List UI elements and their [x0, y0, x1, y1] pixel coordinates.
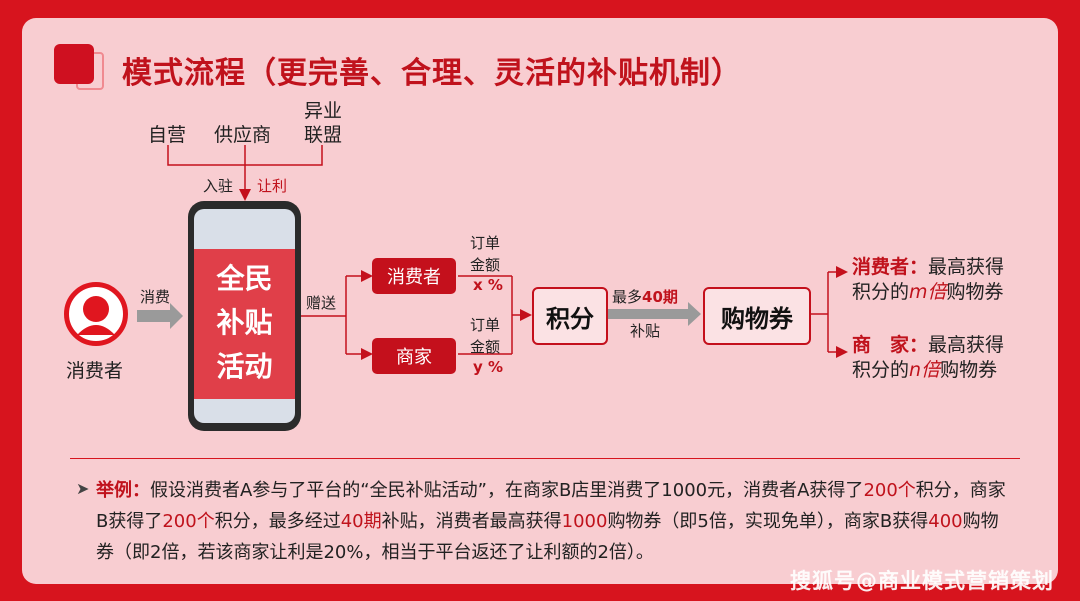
person-icon	[77, 296, 115, 335]
example-s3: 积分，最多经过	[214, 511, 341, 532]
result-consumer-line2: 积分的m倍购物券	[852, 277, 1004, 304]
section-divider	[70, 458, 1020, 459]
merchant-box: 商家	[372, 338, 456, 374]
source-alliance-line1: 异业	[304, 100, 343, 122]
bullet-arrow-icon: ➤	[76, 479, 90, 498]
result-consumer-role: 消费者：	[852, 256, 929, 278]
result-merchant-line1: 商 家：最高获得	[852, 330, 1004, 357]
phone-screen: 全民 补贴 活动	[194, 209, 295, 423]
consume-label: 消费	[140, 288, 171, 306]
max-periods-label: 最多40期	[612, 286, 678, 307]
order-amount-bottom-1: 订单	[470, 316, 501, 334]
example-paragraph: 举例：假设消费者A参与了平台的“全民补贴活动”，在商家B店里消费了1000元，消…	[96, 475, 1014, 568]
consumer-label: 消费者	[66, 360, 124, 382]
max-periods-prefix: 最多	[612, 288, 643, 306]
label-concession: 让利	[257, 177, 288, 195]
example-s1: 假设消费者A参与了平台的“全民补贴活动”，在商家B店里消费了1000元，消费者A…	[150, 480, 864, 501]
result-consumer-text1: 最高获得	[928, 256, 1005, 278]
order-amount-top-2: 金额	[470, 256, 501, 274]
points-box: 积分	[532, 287, 608, 345]
example-v4: 1000	[561, 511, 608, 532]
watermark: 搜狐号@商业模式营销策划	[790, 569, 1054, 593]
result-merchant-text2b: 购物券	[940, 359, 998, 381]
example-v1: 200个	[863, 480, 916, 501]
order-ratio-y: y %	[473, 358, 504, 376]
consumer-box: 消费者	[372, 258, 456, 294]
order-amount-top-1: 订单	[470, 234, 501, 252]
result-merchant-role: 商 家：	[852, 334, 929, 356]
result-consumer-line1: 消费者：最高获得	[852, 252, 1004, 279]
order-ratio-x: x %	[473, 276, 503, 294]
phone-text-line2: 补贴	[216, 306, 273, 339]
example-v3: 40期	[340, 511, 382, 532]
phone-text-line3: 活动	[216, 350, 273, 383]
result-merchant-mult: n倍	[909, 359, 941, 381]
source-alliance-line2: 联盟	[304, 124, 343, 146]
phone-text-line1: 全民	[216, 262, 273, 295]
gift-label: 赠送	[306, 294, 337, 312]
result-consumer-text2a: 积分的	[852, 281, 910, 303]
result-consumer-text2b: 购物券	[946, 281, 1004, 303]
source-self-operated: 自营	[148, 124, 187, 146]
result-merchant-line2: 积分的n倍购物券	[852, 355, 997, 382]
result-merchant-text1: 最高获得	[928, 334, 1005, 356]
consumer-avatar	[64, 282, 128, 346]
result-merchant-text2a: 积分的	[852, 359, 910, 381]
source-supplier: 供应商	[214, 124, 272, 146]
subsidy-label: 补贴	[630, 322, 661, 340]
order-amount-bottom-2: 金额	[470, 338, 501, 356]
phone-mockup: 全民 补贴 活动	[188, 201, 301, 431]
example-label: 举例：	[96, 480, 150, 501]
max-periods-value: 40期	[642, 288, 678, 306]
example-s6: 购物券（即2倍，若该商家让利是20%，相当于平台返还了让利额的2倍）。	[96, 511, 999, 563]
phone-overlay	[194, 249, 295, 399]
example-v2: 200个	[162, 511, 215, 532]
example-s4: 补贴，消费者最高获得	[381, 511, 562, 532]
result-consumer-mult: m倍	[909, 281, 947, 303]
example-s2: 积分，商家B获得了	[96, 480, 1006, 532]
title-square-icon	[54, 44, 94, 84]
voucher-box: 购物券	[703, 287, 811, 345]
example-s5: 购物券（即5倍，实现免单），商家B获得	[607, 511, 929, 532]
page-title: 模式流程（更完善、合理、灵活的补贴机制）	[122, 56, 742, 91]
label-entry: 入驻	[203, 177, 234, 195]
example-v5: 400	[928, 511, 963, 532]
